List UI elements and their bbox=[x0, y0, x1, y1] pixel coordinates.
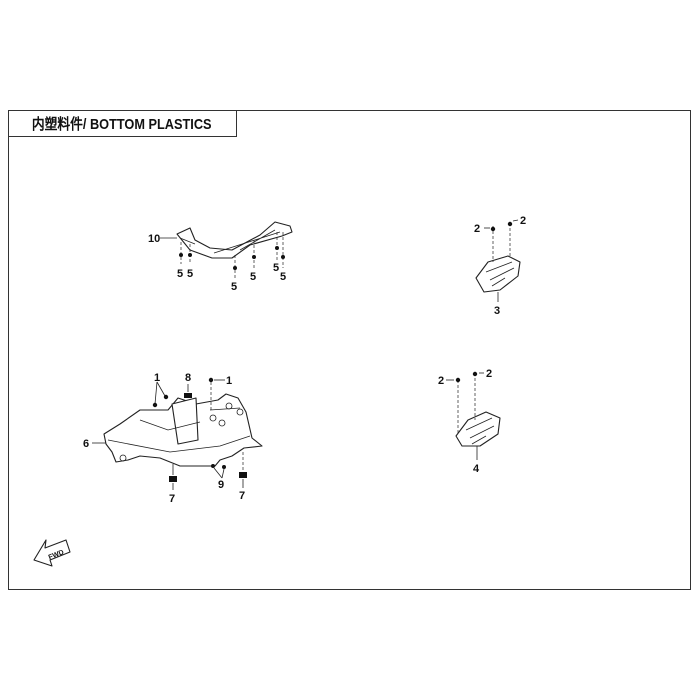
part-6-bracket[interactable] bbox=[103, 393, 263, 467]
callout-5: 5 bbox=[177, 268, 183, 280]
callout-5: 5 bbox=[250, 271, 256, 283]
callout-7: 7 bbox=[169, 493, 175, 505]
callout-1: 1 bbox=[154, 372, 160, 384]
callout-7: 7 bbox=[239, 490, 245, 502]
diagram-frame bbox=[8, 110, 691, 590]
callout-8: 8 bbox=[185, 372, 191, 384]
page-title: 内塑料件/ BOTTOM PLASTICS bbox=[32, 115, 212, 133]
callout-2: 2 bbox=[438, 375, 444, 387]
fwd-arrow-icon: FWD bbox=[33, 539, 71, 567]
grommet-8 bbox=[184, 393, 192, 398]
grommet-7 bbox=[239, 472, 247, 478]
callout-3: 3 bbox=[494, 305, 500, 317]
part-3-guard[interactable] bbox=[475, 255, 521, 293]
callout-5: 5 bbox=[187, 268, 193, 280]
callout-9: 9 bbox=[218, 479, 224, 491]
part-10-panel[interactable] bbox=[176, 221, 293, 259]
callout-4: 4 bbox=[473, 463, 480, 475]
callout-5: 5 bbox=[273, 262, 279, 274]
callout-1: 1 bbox=[226, 375, 232, 387]
callout-5: 5 bbox=[231, 281, 237, 293]
fasteners-5 bbox=[179, 232, 285, 278]
callout-2: 2 bbox=[474, 223, 480, 235]
callout-5: 5 bbox=[280, 271, 286, 283]
callout-10: 10 bbox=[148, 233, 160, 245]
callout-2: 2 bbox=[520, 215, 526, 227]
callout-2: 2 bbox=[486, 368, 492, 380]
part-4-guard[interactable] bbox=[455, 411, 501, 447]
title-box: 内塑料件/ BOTTOM PLASTICS bbox=[8, 110, 237, 137]
grommet-7 bbox=[169, 476, 177, 482]
callout-6: 6 bbox=[83, 438, 89, 450]
